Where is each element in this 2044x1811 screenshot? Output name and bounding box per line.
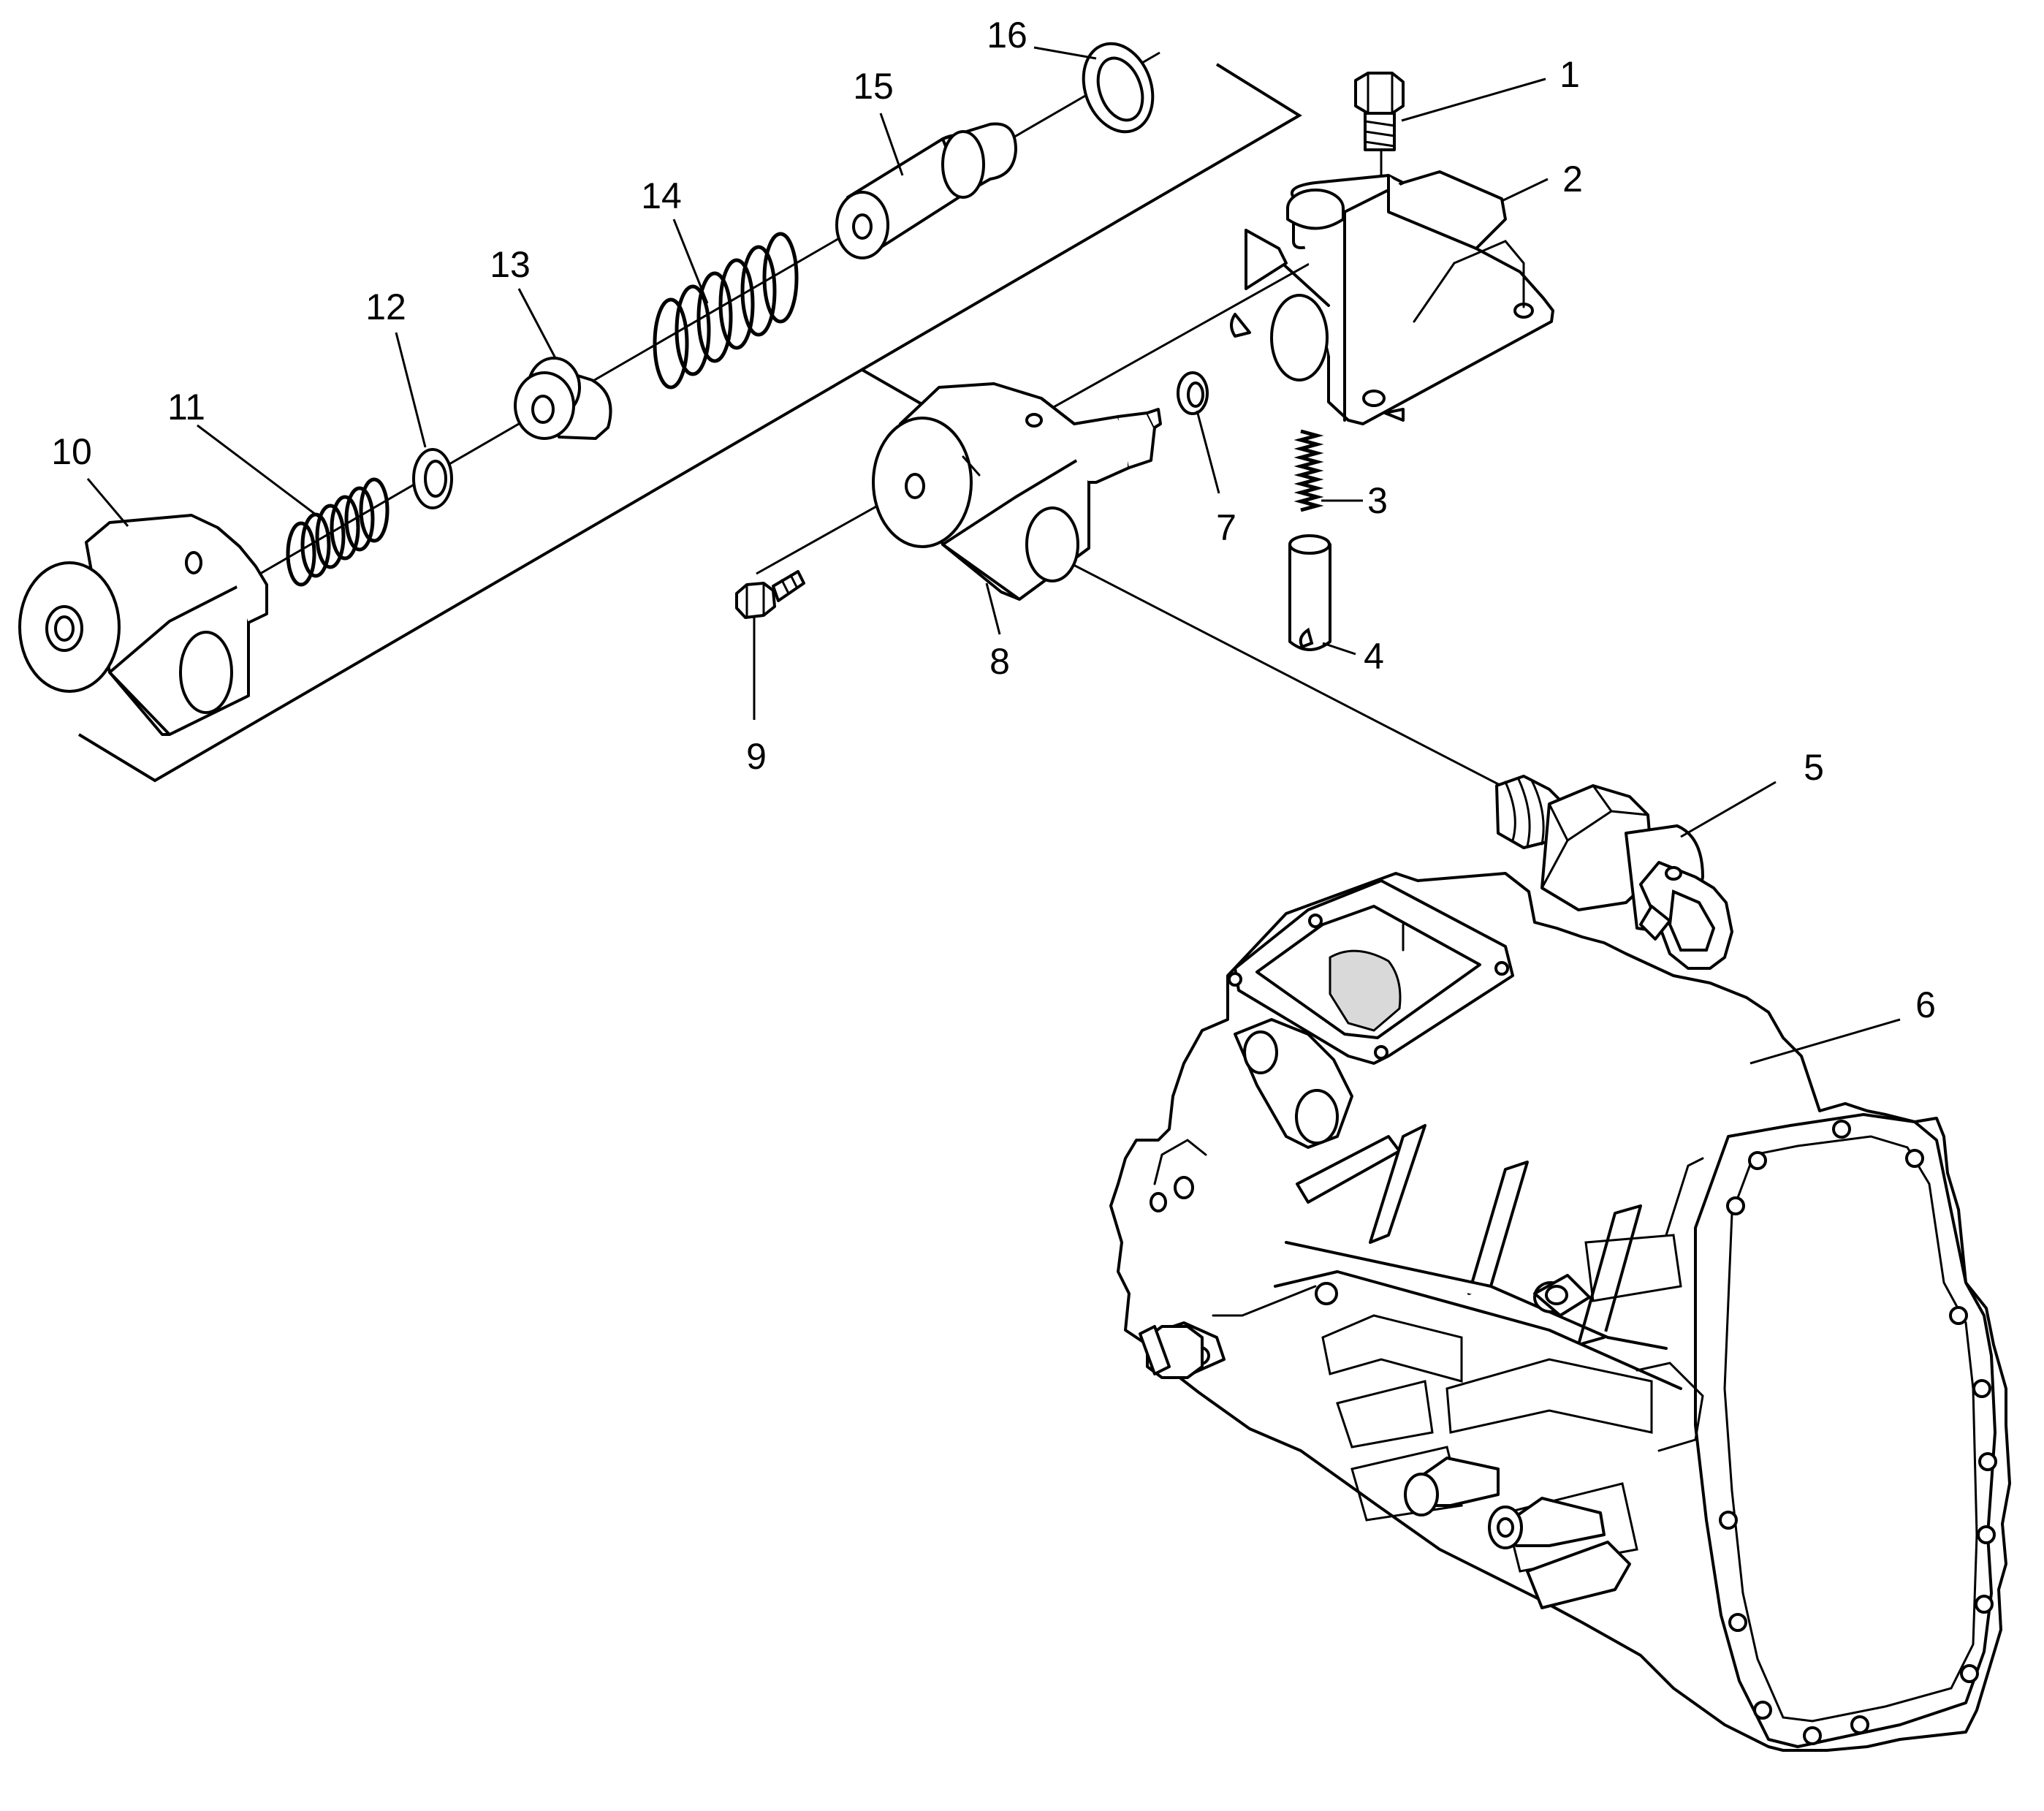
callout-12: 12 [365,286,406,327]
callout-8: 8 [989,641,1010,682]
callout-14: 14 [641,175,682,216]
callout-15: 15 [853,66,894,107]
leader-7 [1196,410,1220,494]
assembly-axis-lines [240,51,1506,789]
part-8-valve-body [872,382,1162,601]
callout-4: 4 [1364,636,1384,677]
callout-10: 10 [51,431,92,472]
leader-13 [517,288,557,359]
callout-7: 7 [1216,507,1236,548]
part-4-detent-plunger [1288,534,1331,651]
callout-13: 13 [490,244,531,285]
callout-2: 2 [1562,159,1583,200]
leader-8 [985,582,1001,635]
callout-labels: 1 2 3 4 5 6 7 8 9 10 11 12 13 14 15 16 [51,15,1936,1025]
callout-leaders [86,46,1901,1065]
part-16-snap-ring [1082,42,1155,134]
leader-16 [1033,46,1097,60]
leader-15 [879,113,904,176]
callout-6: 6 [1915,984,1936,1025]
leader-10 [86,478,129,527]
part-11-spring [286,477,390,587]
part-15-plunger [835,122,1017,259]
subassembly-bracket [77,63,1302,783]
part-13-piston [514,357,612,440]
leader-5 [1680,781,1777,838]
leader-2 [1501,178,1549,202]
leader-12 [395,332,427,448]
callout-3: 3 [1367,480,1388,521]
part-3-spring [1293,429,1324,512]
callout-11: 11 [167,387,205,428]
leader-4 [1322,642,1356,656]
callout-1: 1 [1559,54,1580,95]
leader-11 [197,424,322,520]
leader-14 [672,219,709,304]
part-14-spring [653,232,799,390]
part-6-transmission-case [1109,872,2011,1752]
part-7-o-ring [1177,371,1209,415]
leader-6 [1749,1018,1901,1065]
part-12-snap-ring [412,448,453,509]
leader-1 [1401,77,1546,122]
part-5-switch-sensor [1495,775,1733,970]
part-9-bolt [735,570,805,619]
callout-16: 16 [987,15,1027,56]
callout-9: 9 [746,736,767,777]
part-1-bolt [1354,72,1405,151]
callout-5: 5 [1804,747,1824,788]
part-2-cover-housing [1230,170,1554,425]
part-10-end-housing [18,514,268,736]
